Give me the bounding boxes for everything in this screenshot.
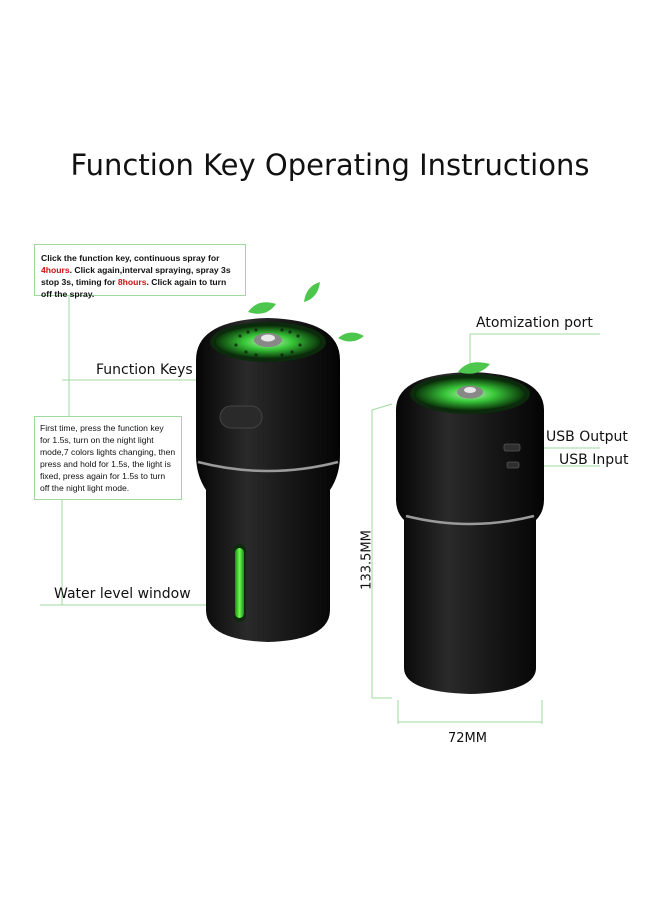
spray-hours-8: 8hours	[117, 277, 147, 287]
leaf-icons-left	[248, 282, 364, 342]
atomization-port-label: Atomization port	[476, 315, 593, 331]
leaf-icons-right	[458, 362, 490, 374]
humidifier-front	[196, 318, 340, 642]
humidifier-side	[396, 372, 544, 694]
spray-note-text-1: Click the function key, continuous spray…	[41, 253, 220, 263]
spray-note-text-2: . Click again,interval spraying, spray 3…	[41, 265, 231, 287]
page-title: Function Key Operating Instructions	[70, 148, 590, 182]
spray-note-text-3: . Click again to turn off the spray.	[41, 277, 227, 299]
water-level-window-indicator	[235, 548, 244, 618]
water-level-window-label: Water level window	[54, 586, 191, 602]
function-key-button	[219, 405, 263, 429]
usb-output-label: USB Output	[546, 429, 628, 445]
function-keys-label: Function Keys	[96, 362, 193, 378]
usb-output-port	[503, 443, 521, 452]
spray-hours-4: 4hours	[41, 265, 70, 275]
usb-input-label: USB Input	[559, 452, 629, 468]
usb-input-port	[506, 461, 520, 469]
spray-instructions-note: Click the function key, continuous spray…	[34, 244, 246, 299]
width-dimension-label: 72MM	[448, 731, 487, 746]
night-light-instructions-note: First time, press the function key for 1…	[34, 416, 182, 500]
height-dimension: 133.5MM	[352, 520, 382, 600]
height-dimension-label: 133.5MM	[359, 530, 375, 590]
dimension-lines	[371, 403, 543, 724]
